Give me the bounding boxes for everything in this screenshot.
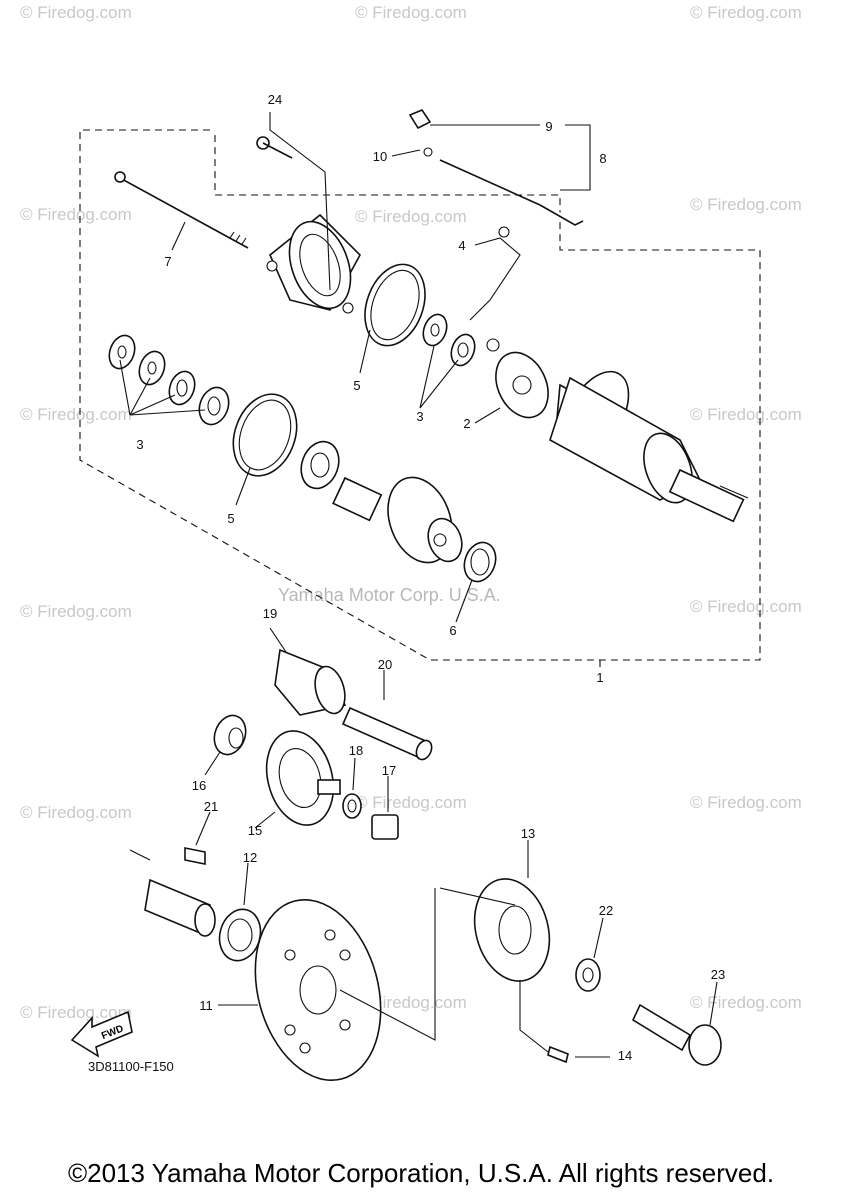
callout-2: 2 xyxy=(463,416,470,431)
callout-16: 16 xyxy=(192,778,206,793)
callout-23: 23 xyxy=(711,967,725,982)
callout-15: 15 xyxy=(248,823,262,838)
thrust-washer-inner xyxy=(227,918,253,952)
watermark-text: © Firedog.com xyxy=(20,1003,132,1022)
callout-1: 1 xyxy=(596,670,603,685)
starter-clutch-drum xyxy=(274,648,347,716)
watermark-text: © Firedog.com xyxy=(20,405,132,424)
watermark-text: © Firedog.com xyxy=(690,405,802,424)
callout-24: 24 xyxy=(268,92,282,107)
idler-gear xyxy=(265,730,341,826)
idle-shaft xyxy=(341,706,433,761)
through-bolt xyxy=(114,171,249,249)
brush-holder-plate xyxy=(486,338,549,419)
screw xyxy=(256,136,293,159)
front-cover xyxy=(387,476,463,564)
callout-5: 5 xyxy=(227,511,234,526)
watermark-text: © Firedog.com xyxy=(690,195,802,214)
callout-6: 6 xyxy=(449,623,456,638)
callout-9: 9 xyxy=(545,119,552,134)
watermark-text: © Firedog.com xyxy=(20,205,132,224)
small-bearing xyxy=(213,714,247,756)
watermark-text: © Firedog.com xyxy=(355,207,467,226)
o-ring-inner xyxy=(238,399,292,471)
watermark-text: © Firedog.com xyxy=(355,993,467,1012)
callout-22: 22 xyxy=(599,903,613,918)
needle-bearing xyxy=(371,814,399,840)
callout-4: 4 xyxy=(458,238,465,253)
watermark-text: © Firedog.com xyxy=(355,3,467,22)
bolt-washer-inner xyxy=(582,967,594,983)
leader-lines xyxy=(119,112,718,1058)
copyright-notice: ©2013 Yamaha Motor Corporation, U.S.A. A… xyxy=(67,1158,775,1188)
fwd-arrow: FWD xyxy=(70,1010,133,1058)
callout-14: 14 xyxy=(618,1048,632,1063)
callout-17: 17 xyxy=(382,763,396,778)
callout-10: 10 xyxy=(373,149,387,164)
watermark-layer: © Firedog.com © Firedog.com © Firedog.co… xyxy=(20,3,802,1022)
diagram-code: 3D81100-F150 xyxy=(88,1059,174,1074)
callout-7: 7 xyxy=(164,254,171,269)
seal-inner xyxy=(470,548,490,576)
washer-stack-left xyxy=(108,334,230,426)
assembly-boundary xyxy=(79,129,761,661)
callout-3: 3 xyxy=(416,409,423,424)
needle-bushing xyxy=(332,476,383,522)
crankshaft-end xyxy=(144,878,216,937)
callout-labels: 1 2 3 3 3 4 5 5 6 7 8 9 10 11 12 13 14 1… xyxy=(136,92,725,1063)
watermark-text: © Firedog.com xyxy=(20,602,132,621)
callout-13: 13 xyxy=(521,826,535,841)
motor-housing xyxy=(266,213,361,314)
watermark-text: © Firedog.com xyxy=(355,793,467,812)
o-ring-inner xyxy=(370,269,420,341)
watermark-text: © Firedog.com xyxy=(690,597,802,616)
callout-8: 8 xyxy=(599,151,606,166)
callout-3: 3 xyxy=(136,437,143,452)
watermark-text: © Firedog.com xyxy=(20,803,132,822)
watermark-text: © Firedog.com xyxy=(690,793,802,812)
watermark-text: © Firedog.com xyxy=(690,3,802,22)
center-watermark: Yamaha Motor Corp. U.S.A. xyxy=(278,585,501,605)
starter-wheel-gear xyxy=(254,898,382,1082)
callout-19: 19 xyxy=(263,606,277,621)
washer-inner xyxy=(347,799,357,813)
lead-wire-assembly xyxy=(408,109,584,238)
clutch-screw xyxy=(547,1045,569,1064)
woodruff-key xyxy=(184,847,206,865)
watermark-text: © Firedog.com xyxy=(20,3,132,22)
callout-5: 5 xyxy=(353,378,360,393)
bearing-inner xyxy=(310,452,330,478)
callout-21: 21 xyxy=(204,799,218,814)
one-way-clutch xyxy=(473,878,551,982)
watermark-text: © Firedog.com xyxy=(690,993,802,1012)
starter-motor xyxy=(549,370,749,523)
washer-stack-right xyxy=(422,313,476,367)
callout-20: 20 xyxy=(378,657,392,672)
callout-18: 18 xyxy=(349,743,363,758)
flange-bolt xyxy=(631,1003,722,1066)
callout-12: 12 xyxy=(243,850,257,865)
callout-11: 11 xyxy=(199,998,213,1013)
